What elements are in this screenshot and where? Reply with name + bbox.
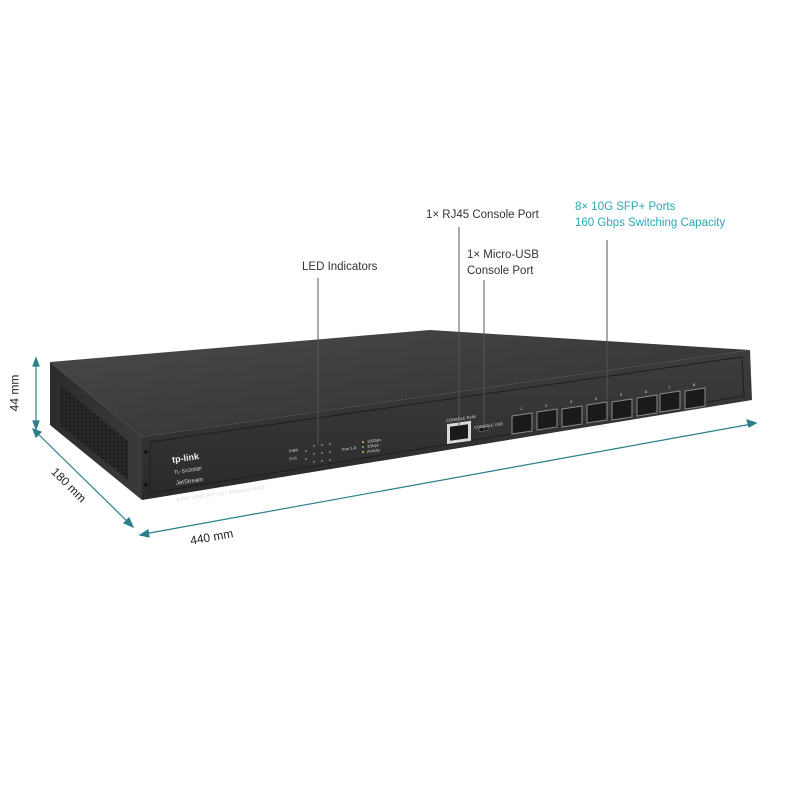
- sfp-port-number: 5: [620, 392, 623, 397]
- callout-sfp-ports-line2: 160 Gbps Switching Capacity: [575, 217, 726, 229]
- front-bezel: [149, 356, 745, 494]
- sfp-port-number: 2: [545, 403, 548, 408]
- rack-ear-hole: [144, 450, 148, 454]
- led-indicator-group: [305, 441, 364, 463]
- sfp-port-number: 6: [645, 389, 648, 394]
- dimension-height-label: 44 mm: [7, 374, 22, 412]
- sfp-port: [659, 390, 681, 413]
- callout-sfp-ports-line1: 8× 10G SFP+ Ports: [575, 201, 676, 213]
- callout-usb-console-line1: 1× Micro-USB: [467, 249, 539, 261]
- sfp-port: [684, 387, 706, 410]
- sfp-port: [536, 408, 558, 431]
- sfp-port: [611, 398, 633, 421]
- sfp-port-number: 8: [693, 382, 696, 387]
- callout-sfp-ports: 8× 10G SFP+ Ports 160 Gbps Switching Cap…: [575, 199, 725, 231]
- sfp-port-number: 7: [668, 385, 671, 390]
- sfp-port: [511, 412, 533, 435]
- sfp-port: [586, 401, 608, 424]
- callout-lines: [317, 227, 608, 445]
- rj45-console-port: [447, 420, 471, 445]
- dimension-lines: [31, 356, 758, 538]
- sfp-port-number: 4: [595, 396, 598, 401]
- callout-rj45-console: 1× RJ45 Console Port: [426, 209, 539, 221]
- side-vents: [60, 385, 128, 480]
- sfp-port: [561, 405, 583, 428]
- chassis-top: [50, 330, 750, 437]
- sfp-port-group: [511, 387, 706, 435]
- sfp-port-number: 1: [520, 406, 523, 411]
- callout-led-indicators: LED Indicators: [302, 261, 378, 273]
- rack-ear-hole: [144, 483, 148, 487]
- callout-usb-console: 1× Micro-USB Console Port: [467, 247, 539, 279]
- callout-usb-console-line2: Console Port: [467, 265, 534, 277]
- sfp-port-number: 3: [570, 399, 573, 404]
- sfp-port: [636, 394, 658, 417]
